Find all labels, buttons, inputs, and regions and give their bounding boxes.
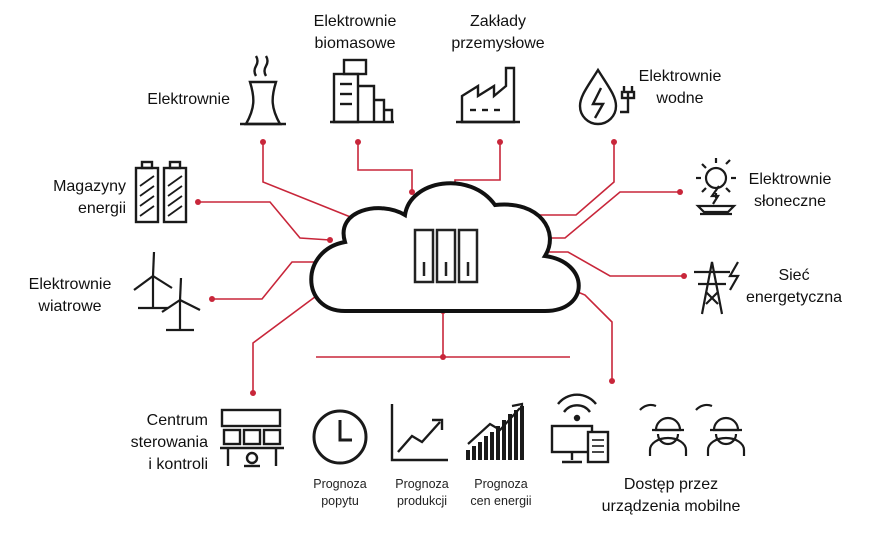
label-elektrownie: Elektrownie xyxy=(147,91,230,108)
clock-icon xyxy=(312,409,368,465)
battery-storage-icon xyxy=(134,160,188,224)
transmission-tower-icon xyxy=(694,261,740,315)
control-center-icon xyxy=(220,408,284,468)
factory-icon xyxy=(456,66,520,124)
solar-panel-icon xyxy=(695,158,737,216)
power-plant-cooling-tower-icon xyxy=(240,55,286,126)
mobile-devices-icon xyxy=(550,393,610,464)
connector-lines xyxy=(198,142,684,393)
users-wifi-icon xyxy=(639,403,746,456)
biomass-plant-icon xyxy=(330,58,394,124)
production-trend-icon xyxy=(390,404,448,462)
price-chart-icon xyxy=(466,402,524,460)
hydro-power-icon xyxy=(578,67,636,126)
wind-turbine-icon xyxy=(133,251,201,332)
cloud-server-icon xyxy=(309,181,581,313)
